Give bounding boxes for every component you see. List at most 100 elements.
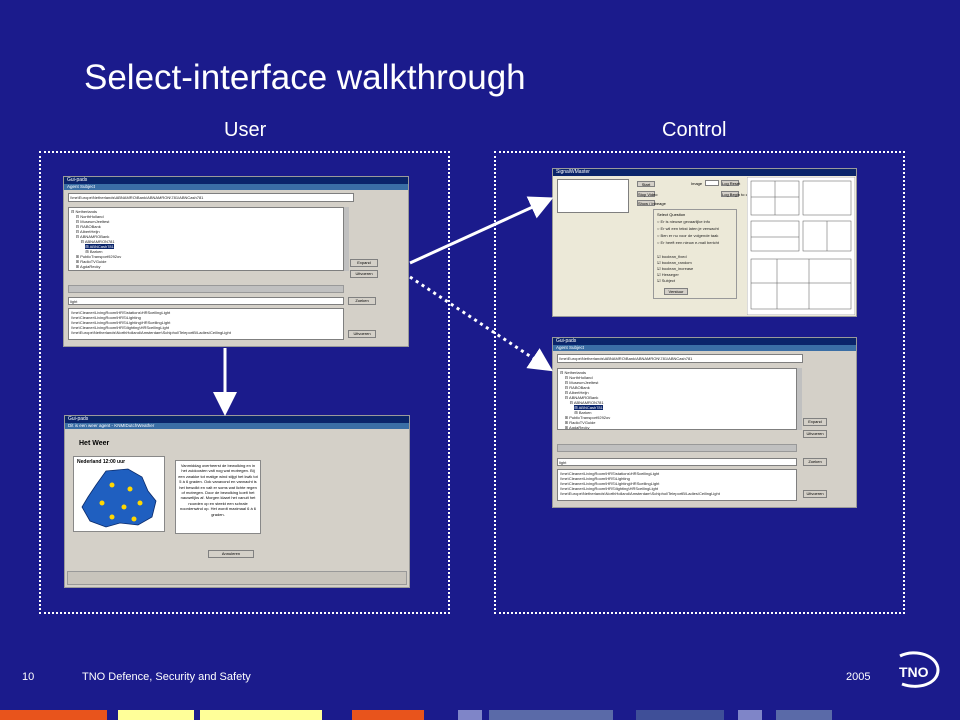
slide-title: Select-interface walkthrough [84, 58, 526, 97]
footer-bar [776, 710, 832, 720]
start-button[interactable]: Start [637, 181, 655, 187]
option-item[interactable]: ☑ Subject [657, 278, 676, 283]
log-field[interactable] [557, 179, 629, 213]
footer-bar [0, 710, 107, 720]
search-button[interactable]: Zoeken [803, 458, 827, 466]
user-column-label: User [224, 119, 267, 141]
window-title: SignalWMaster [553, 169, 856, 176]
run-button[interactable]: Uitvoeren [803, 430, 827, 438]
window-subtitle: Agent Subject [64, 184, 408, 190]
tree-item[interactable]: ⊟ ABNAMRON781 [569, 400, 604, 405]
tree-item[interactable]: ⊟ RABOBank [564, 385, 590, 390]
result-item[interactable]: \\me\Cleaner\LivingRoom\HRS\Lighting [560, 476, 630, 481]
search-input[interactable]: light [557, 458, 797, 466]
image-input[interactable] [705, 180, 719, 186]
user-frame [39, 151, 450, 614]
expand-button[interactable]: Expand [350, 259, 378, 267]
option-item[interactable]: ○ Er heeft een nieuw e-mail bericht [657, 240, 720, 245]
results-list[interactable]: \\me\Cleaner\LivingRoom\HRS\stations\HRS… [557, 469, 797, 501]
image-label: Image [691, 181, 703, 186]
tree-item[interactable]: ⊟ ABNAMROBank [75, 234, 110, 239]
path-field[interactable]: \\me\Europe\Netherlands\ABNAMRO\Bank\ABN… [68, 193, 354, 202]
status-bar [557, 444, 797, 452]
expand-button[interactable]: Expand [803, 418, 827, 426]
option-item[interactable]: ○ Er is nieuwe gevaarlijke info [657, 219, 711, 224]
search-input[interactable]: light [68, 297, 344, 305]
tree-item[interactable]: ⊟ MuseumJeeltest [564, 380, 599, 385]
stop-button[interactable]: Stop Video [637, 191, 658, 197]
result-item[interactable]: \\me\Cleaner\LivingRoom\HRS\Lighting [71, 315, 141, 320]
tree-item[interactable]: ⊟ NorthHolland [564, 375, 593, 380]
result-item[interactable]: \\me\Cleaner\LivingRoom\HRS\Lighting\HRS… [71, 320, 171, 325]
tree-item[interactable]: ⊞ ABNCash781 [574, 405, 603, 410]
send-button[interactable]: Verstuur [664, 288, 688, 295]
tree-item[interactable]: ⊞ AgdaRecky [564, 425, 590, 430]
page-number: 10 [22, 671, 35, 683]
result-item[interactable]: \\me\Cleaner\LivingRoom\HRS\lighting\HRS… [71, 325, 170, 330]
tree-item[interactable]: ⊞ ABNCash781 [85, 244, 114, 249]
tree-item[interactable]: ⊟ RABOBank [75, 224, 101, 229]
tree-item[interactable]: ⊟ ABNAMROBank [564, 395, 599, 400]
footer-year: 2005 [846, 671, 871, 683]
option-item[interactable]: ☑ boolean_random [657, 260, 692, 265]
option-item[interactable]: ☑ boolean_increase [657, 266, 694, 271]
log-clear-button[interactable]: Log Begin to clear [721, 191, 755, 197]
log-reset-button[interactable]: Log Reset [721, 180, 741, 186]
map-label: Nederland 12:00 uur [77, 459, 126, 465]
tree-item[interactable]: ⊞ RadioTVGuide [564, 420, 596, 425]
weather-window: Gui-pads Dit is een weer agent - KNMIDut… [64, 415, 410, 588]
control-panel-window: SignalWMaster Start Stop Video Show / In… [552, 168, 857, 317]
result-item[interactable]: \\me\Cleaner\LivingRoom\HRS\Lighting\HRS… [560, 481, 660, 486]
window-title: Gui-pads [553, 338, 856, 345]
tree-item[interactable]: ⊞ Barken [574, 410, 592, 415]
tree-item[interactable]: ⊟ ABNAMRON781 [80, 239, 115, 244]
netherlands-map-icon [81, 468, 157, 528]
option-item[interactable]: ○ Ben er nu voor de volgende taak [657, 233, 719, 238]
tree-item[interactable]: ⊟ Netherlands [71, 209, 98, 214]
cancel-button[interactable]: Annuleren [208, 550, 254, 558]
tree-item[interactable]: ⊞ Barken [85, 249, 103, 254]
show-button[interactable]: Show / Inbeage [637, 200, 666, 206]
tree-item[interactable]: ⊟ NorthHolland [75, 214, 104, 219]
tree-item[interactable]: ⊟ MuseumJeeltest [75, 219, 110, 224]
tree-item[interactable]: ⊟ Netherlands [560, 370, 587, 375]
search-button[interactable]: Zoeken [348, 297, 376, 305]
footer-bar [489, 710, 613, 720]
footer-bar [118, 710, 194, 720]
status-bar [68, 285, 344, 293]
floorplan-image [747, 177, 855, 315]
run-results-button[interactable]: Uitvoeren [348, 330, 376, 338]
option-item[interactable]: ☑ Hesseger [657, 272, 679, 277]
result-item[interactable]: \\me\Europe\Netherlands\NorthHolland\Ams… [71, 330, 231, 335]
run-button[interactable]: Uitvoeren [350, 270, 378, 278]
control-column-label: Control [662, 119, 727, 141]
window-subtitle: Agent Subject [553, 345, 856, 351]
agent-tree[interactable]: ⊟ Netherlands⊟ NorthHolland⊟ MuseumJeelt… [557, 368, 797, 430]
result-item[interactable]: \\me\Cleaner\LivingRoom\HRS\stations\HRS… [71, 310, 171, 315]
results-list[interactable]: \\me\Cleaner\LivingRoom\HRS\stations\HRS… [68, 308, 344, 340]
footer-bar [636, 710, 724, 720]
question-group: Select Question ○ Er is nieuwe gevaarlij… [653, 209, 737, 299]
agent-tree[interactable]: ⊟ Netherlands⊟ NorthHolland⊟ MuseumJeelt… [68, 207, 344, 271]
path-field[interactable]: \\me\Europe\Netherlands\ABNAMRO\Bank\ABN… [557, 354, 803, 363]
arrow-to-control-select [409, 275, 554, 372]
result-item[interactable]: \\me\Cleaner\LivingRoom\HRS\lighting\HRS… [560, 486, 659, 491]
tree-item[interactable]: ⊟ AlbertHeijn [564, 390, 589, 395]
tree-item[interactable]: ⊞ RadioTVGuide [75, 259, 107, 264]
tree-scrollbar[interactable] [797, 368, 802, 430]
run-results-button[interactable]: Uitvoeren [803, 490, 827, 498]
tree-item[interactable]: ⊟ AlbertHeijn [75, 229, 100, 234]
option-item[interactable]: ☑ boolean_fixed [657, 254, 687, 259]
status-bar [67, 571, 407, 585]
weather-heading: Het Weer [79, 440, 110, 447]
option-item[interactable]: ○ Er wil een tekst laten je verwacht [657, 226, 719, 231]
tree-item[interactable]: ⊞ AgdaRecky [75, 264, 101, 269]
tree-item[interactable]: ⊞ PublicTransport9292ov [75, 254, 122, 259]
tree-item[interactable]: ⊞ PublicTransport9292ov [564, 415, 611, 420]
result-item[interactable]: \\me\Cleaner\LivingRoom\HRS\stations\HRS… [560, 471, 660, 476]
control-select-window: Gui-pads Agent Subject \\me\Europe\Nethe… [552, 337, 857, 508]
tree-scrollbar[interactable] [344, 207, 349, 271]
user-select-window: Gui-pads Agent Subject \\me\Europe\Nethe… [63, 176, 409, 347]
result-item[interactable]: \\me\Europe\Netherlands\NorthHolland\Ams… [560, 491, 720, 496]
